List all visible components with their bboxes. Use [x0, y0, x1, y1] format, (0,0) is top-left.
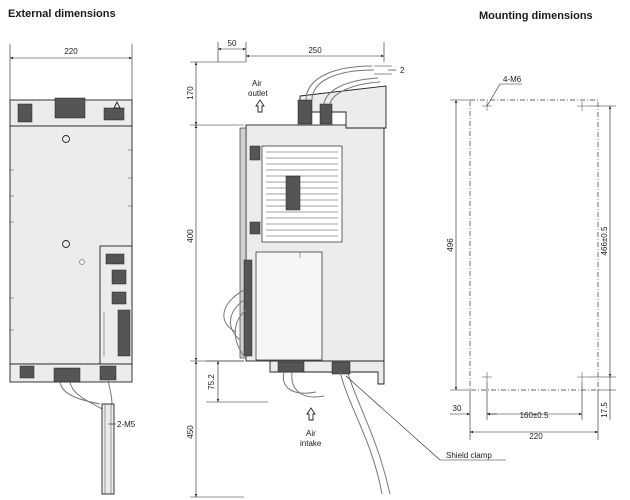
front-cable-1: [59, 381, 101, 405]
front-port-3: [117, 309, 131, 357]
side-bottom-connector: [277, 361, 305, 373]
side-top-connector-1: [297, 99, 313, 125]
front-connector-2: [103, 107, 125, 121]
top-cable-4: [329, 81, 381, 105]
front-connector-1: [17, 103, 33, 123]
air-intake-label-2: intake: [300, 439, 322, 448]
mount-overall-width-dim: 220: [529, 432, 543, 441]
top-cable-3: [323, 77, 379, 105]
front-cable-3: [107, 379, 113, 405]
front-bottom-connector-1: [19, 365, 35, 379]
front-terminal-block: [54, 97, 86, 119]
side-depth-dim: 250: [308, 46, 322, 55]
shield-clamp-leader: [345, 375, 441, 461]
side-io-strip: [243, 259, 253, 357]
left-cable-1: [230, 299, 245, 341]
mount-left-offset-dim: 30: [453, 404, 462, 413]
front-port-2: [111, 291, 127, 305]
front-screw-middle: [62, 240, 70, 248]
front-cable-2: [69, 381, 105, 411]
side-height-dim: 400: [186, 229, 195, 243]
front-cable-bundle: [101, 403, 115, 495]
bottom-cable-3: [339, 371, 383, 495]
side-top-connector-2: [319, 103, 333, 125]
hole-bottom-left: [482, 372, 492, 382]
heatsink-connector: [285, 175, 301, 211]
air-intake-label-1: Air: [306, 429, 316, 438]
left-cable-3: [234, 309, 247, 357]
front-warning-icon: [113, 100, 121, 109]
top-cable-2: [311, 69, 375, 101]
mounting-outline: [469, 99, 599, 391]
mounting-holes: [482, 101, 587, 382]
air-outlet-arrow-icon: [255, 99, 265, 113]
front-screw-label: 2-M5: [117, 420, 136, 429]
side-bottom-clearance-dim: 450: [186, 425, 195, 439]
front-display: [105, 253, 125, 265]
left-cable-2: [223, 289, 245, 333]
mounting-dimensions-title: Mounting dimensions: [479, 10, 593, 22]
side-view: 50 250 2 170 400 450 75.2: [186, 39, 506, 498]
hole-bottom-right: [577, 372, 587, 382]
side-top-clearance-dim: 170: [186, 86, 195, 100]
side-gap-dim: 2: [400, 66, 405, 75]
mount-screw-leader: [486, 83, 501, 107]
mount-bottom-offset-dim: 17.5: [600, 402, 609, 418]
side-left-port-2: [249, 221, 261, 235]
bottom-cable-2: [291, 371, 325, 398]
front-width-dim: 220: [64, 47, 78, 56]
air-outlet-label-2: outlet: [248, 89, 268, 98]
side-left-port-1: [249, 145, 261, 161]
mount-screw-label: 4-M6: [503, 75, 522, 84]
front-port-1: [111, 269, 127, 285]
front-bottom-terminal: [53, 367, 81, 383]
air-outlet-label-1: Air: [252, 79, 262, 88]
bottom-cable-1: [282, 371, 317, 394]
front-bottom-connector-2: [99, 365, 117, 381]
bottom-cable-4: [347, 373, 391, 495]
hole-top-right: [577, 101, 587, 111]
front-view: 220: [9, 44, 136, 495]
shield-clamp-label: Shield clamp: [446, 451, 492, 460]
mount-hole-width-dim: 160±0.5: [520, 411, 549, 420]
side-shield-clamp-block: [331, 361, 351, 375]
air-intake-arrow-icon: [306, 407, 316, 421]
top-cable-1: [305, 65, 373, 101]
mount-hole-pitch-dim: 466±0.5: [600, 226, 609, 255]
side-step-dim: 75.2: [207, 374, 216, 390]
mounting-view: 4-M6 496 466±0.5 17.5 30 160±0.5 220: [446, 75, 616, 441]
front-side-pins: [10, 149, 132, 331]
front-led: [79, 259, 85, 265]
heatsink-fins: [266, 151, 338, 237]
front-screw-top: [62, 135, 70, 143]
external-dimensions-title: External dimensions: [8, 8, 116, 20]
mount-outer-height-dim: 496: [446, 238, 455, 252]
side-offset-dim: 50: [228, 39, 237, 48]
side-mount-bracket: [239, 127, 247, 359]
side-lower-panel: [255, 251, 323, 361]
